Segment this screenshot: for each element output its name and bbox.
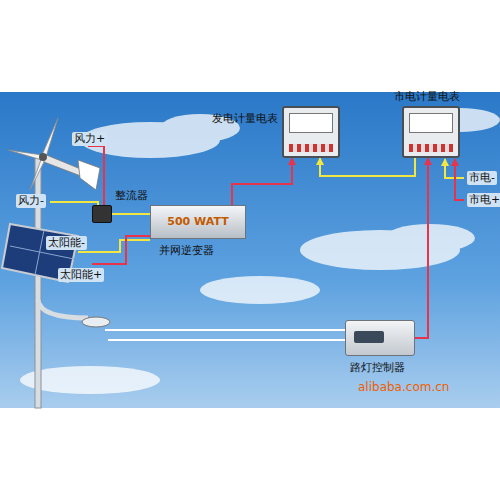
street-light-controller: 路灯控制器 [345, 320, 415, 356]
device-label: 整流器 [115, 189, 148, 203]
wire-connector [232, 158, 292, 205]
generation-meter: 发电计量电表 [282, 106, 340, 158]
wire-label: 市电+ [467, 193, 500, 207]
wire-connector [320, 158, 415, 176]
grid-wires [445, 159, 464, 200]
grid-meter: 市电计量电表 [402, 106, 460, 158]
wire-label: 风力+ [72, 132, 107, 146]
device-label: 并网逆变器 [159, 244, 214, 258]
rectifier: 整流器 [92, 205, 112, 223]
wire-connector [112, 213, 150, 215]
wire-label: 市电- [467, 171, 497, 185]
device-label: 路灯控制器 [350, 361, 405, 375]
sky [0, 92, 500, 408]
device-brand: 500 WATT [151, 206, 245, 238]
wire-connector [415, 158, 428, 338]
meter-terminals [409, 144, 453, 152]
wind-turbine [8, 118, 100, 190]
clouds [20, 108, 500, 394]
device-label: 市电计量电表 [394, 90, 460, 104]
meter-face [409, 113, 453, 133]
watermark: alibaba.com.cn [356, 380, 451, 394]
meter-face [289, 113, 333, 133]
wire-label: 太阳能+ [58, 268, 104, 282]
wire-label: 太阳能- [46, 236, 87, 250]
device-label: 发电计量电表 [212, 112, 278, 126]
controller-panel [354, 331, 384, 343]
meter-terminals [289, 144, 333, 152]
wire-label: 风力- [16, 194, 46, 208]
source-wires [50, 146, 345, 340]
street-pole [35, 158, 110, 408]
grid-inverter: 500 WATT并网逆变器 [150, 205, 246, 239]
